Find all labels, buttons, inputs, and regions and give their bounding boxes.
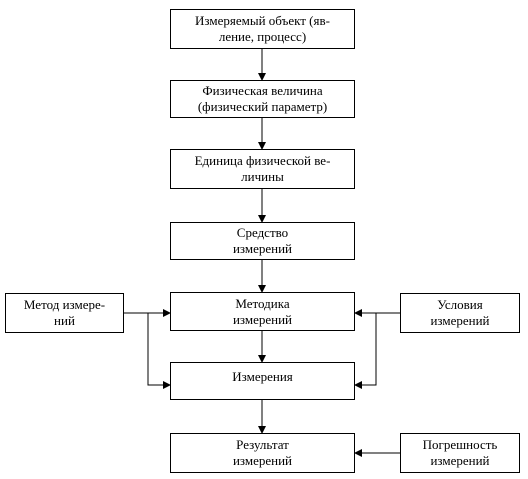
node-error: Погрешность измерений <box>400 433 520 473</box>
arrow-conditions-to-measurement <box>354 313 377 389</box>
node-conditions: Условия измерений <box>400 293 520 333</box>
node-quantity: Физическая величина (физический параметр… <box>170 80 355 118</box>
node-methodology: Методика измерений <box>170 292 355 331</box>
node-result: Результат измерений <box>170 433 355 473</box>
node-measurement: Измерения <box>170 362 355 400</box>
node-unit: Единица физической ве- личины <box>170 149 355 189</box>
arrow-method-to-measurement <box>147 313 171 389</box>
node-method: Метод измере- ний <box>5 293 124 333</box>
node-object: Измеряемый объект (яв- ление, процесс) <box>170 9 355 49</box>
node-instrument: Средство измерений <box>170 222 355 260</box>
